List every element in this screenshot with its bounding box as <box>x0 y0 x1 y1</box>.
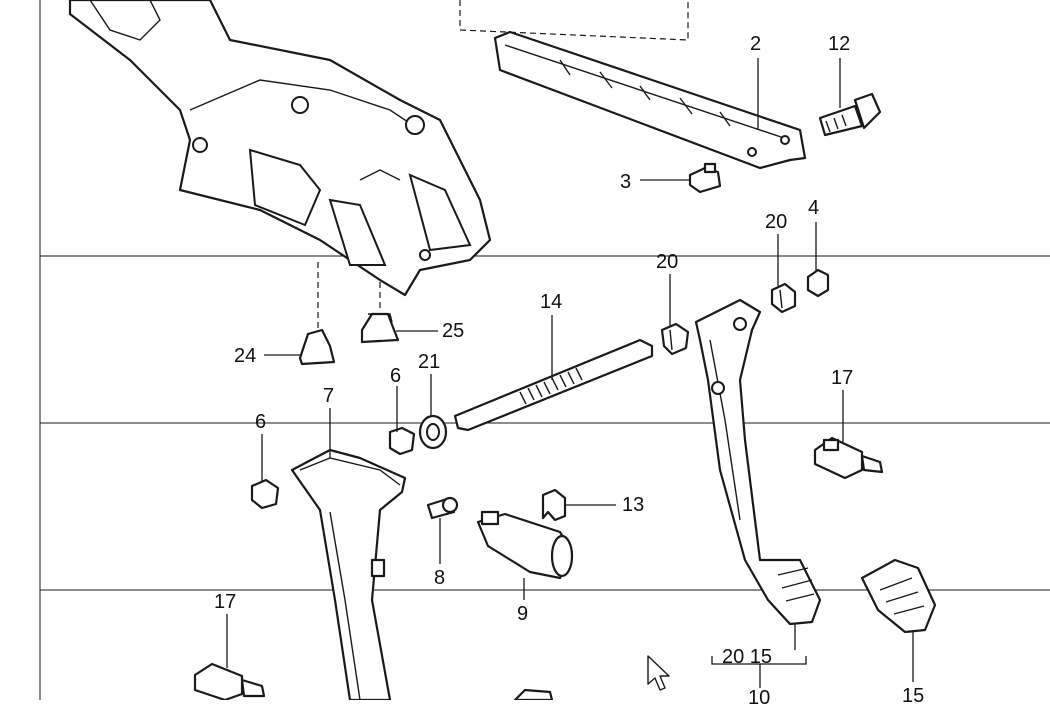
master-cylinder <box>476 510 574 580</box>
callout-8: 8 <box>434 567 446 589</box>
bushing <box>770 282 797 314</box>
pedal-bracket <box>68 0 492 297</box>
callout-13: 13 <box>622 494 645 516</box>
callout-3: 3 <box>620 171 632 193</box>
callout-9: 9 <box>517 603 529 625</box>
callout-2: 2 <box>750 33 762 55</box>
screw <box>688 162 722 194</box>
callout-14: 14 <box>540 291 563 313</box>
pedal-pad <box>860 558 937 634</box>
clutch-pedal <box>290 448 407 700</box>
bushing <box>388 426 416 456</box>
nut <box>806 268 830 298</box>
cursor-icon <box>647 655 670 691</box>
leader-lines <box>226 58 914 688</box>
support-rail <box>493 30 807 170</box>
pedal-shaft <box>453 338 654 432</box>
bolt <box>818 92 882 137</box>
callout-20-15: 20 15 <box>722 646 773 668</box>
callout-20: 20 <box>656 251 679 273</box>
stop-buffer <box>298 328 336 366</box>
reference-box <box>459 0 689 41</box>
bushing <box>250 478 280 510</box>
pedal-switch <box>813 436 884 480</box>
pivot-pin <box>426 496 459 520</box>
spring-clip <box>541 488 567 522</box>
callout-6: 6 <box>390 365 402 387</box>
callout-15: 15 <box>902 685 925 707</box>
washer <box>418 414 448 450</box>
callout-25: 25 <box>442 320 465 342</box>
callout-12: 12 <box>828 33 851 55</box>
bushing <box>660 322 690 356</box>
stop-buffer <box>360 312 400 344</box>
callout-24: 24 <box>234 345 257 367</box>
callout-4: 4 <box>808 197 820 219</box>
callout-17: 17 <box>831 367 854 389</box>
callout-17: 17 <box>214 591 237 613</box>
callout-6: 6 <box>255 411 267 433</box>
callout-10: 10 <box>748 687 771 709</box>
callout-7: 7 <box>323 385 335 407</box>
callout-20: 20 <box>765 211 788 233</box>
pedal-switch <box>193 662 266 700</box>
brake-pedal <box>694 298 822 626</box>
callout-21: 21 <box>418 351 441 373</box>
partial-component <box>513 688 554 700</box>
